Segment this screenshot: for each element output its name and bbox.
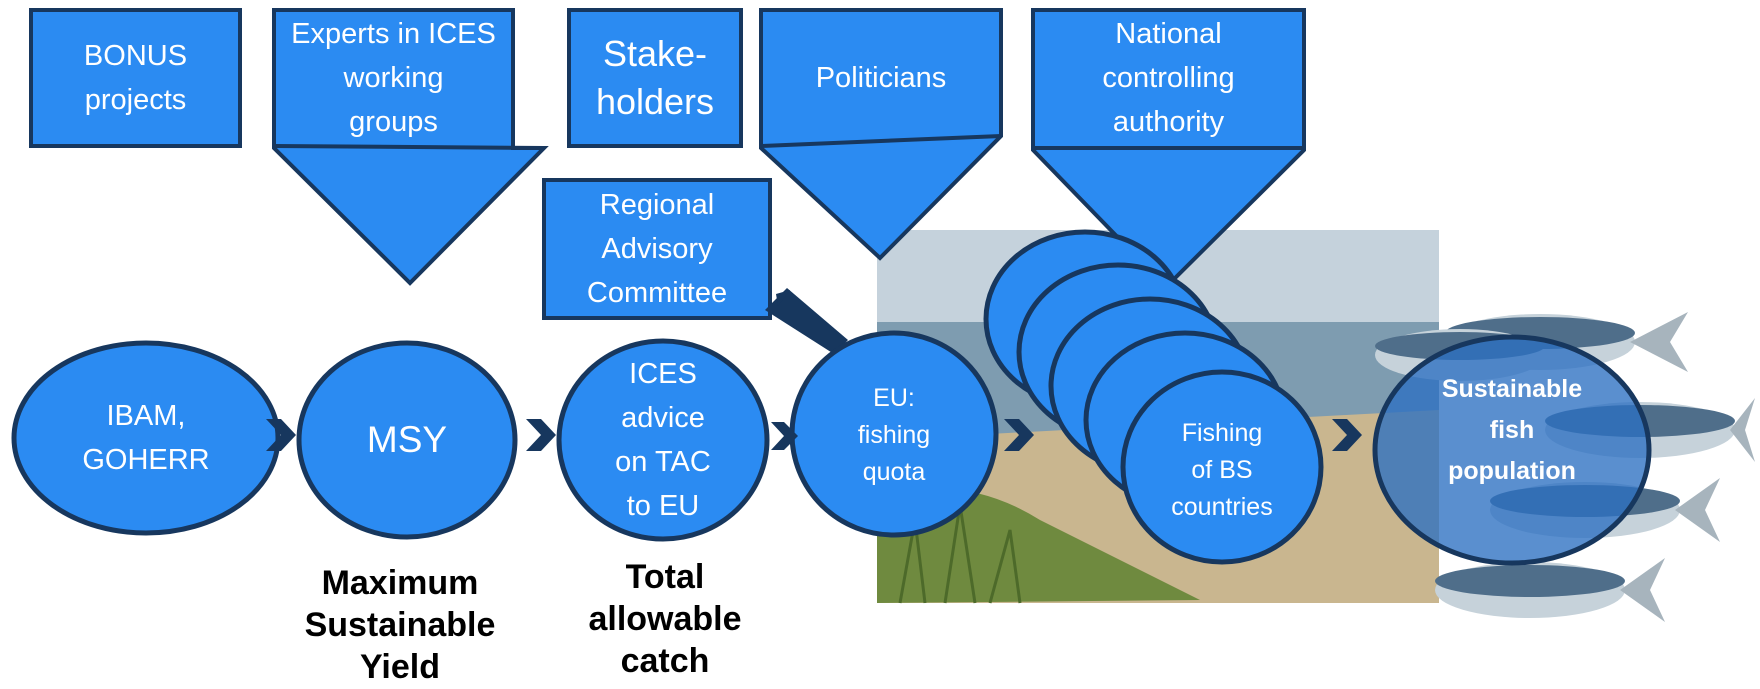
- msy-label: MSY: [366, 419, 448, 460]
- fishing-node: [1120, 369, 1324, 565]
- msy-node: [296, 340, 518, 540]
- ices-advice-label: ICES advice on TAC to EU: [615, 358, 711, 522]
- eu-quota-label: EU: fishing quota: [857, 383, 931, 486]
- stakeholders-label: Stake- holders: [595, 33, 715, 122]
- regional-advisory-label: Regional Advisory Committee: [586, 189, 728, 309]
- ibam-node: [11, 340, 281, 536]
- sustainable-node: [1372, 334, 1652, 566]
- ices-advice-node: [556, 338, 770, 542]
- sustainable-label: Sustainable fish population: [1441, 374, 1583, 485]
- rac-to-eu-arrowhead: [776, 290, 790, 306]
- rac-to-eu-arrow: [765, 288, 848, 354]
- politicians-callout-box: [759, 8, 1003, 261]
- experts-label: Experts in ICES working groups: [291, 18, 496, 138]
- bonus-projects-label: BONUS projects: [83, 40, 188, 116]
- politicians-label: Politicians: [815, 62, 947, 94]
- tac-caption: Total allowable catch: [588, 558, 742, 680]
- authority-label: National controlling authority: [1102, 18, 1235, 138]
- fishing-label: Fishing of BS countries: [1171, 418, 1273, 521]
- stakeholders-box: [567, 8, 743, 148]
- bonus-projects-box: [29, 8, 242, 148]
- regional-advisory-box: [542, 178, 772, 320]
- chevron-right-icon: [266, 419, 1362, 451]
- msy-caption: Maximum Sustainable Yield: [304, 564, 496, 686]
- ibam-label: IBAM, GOHERR: [82, 400, 210, 476]
